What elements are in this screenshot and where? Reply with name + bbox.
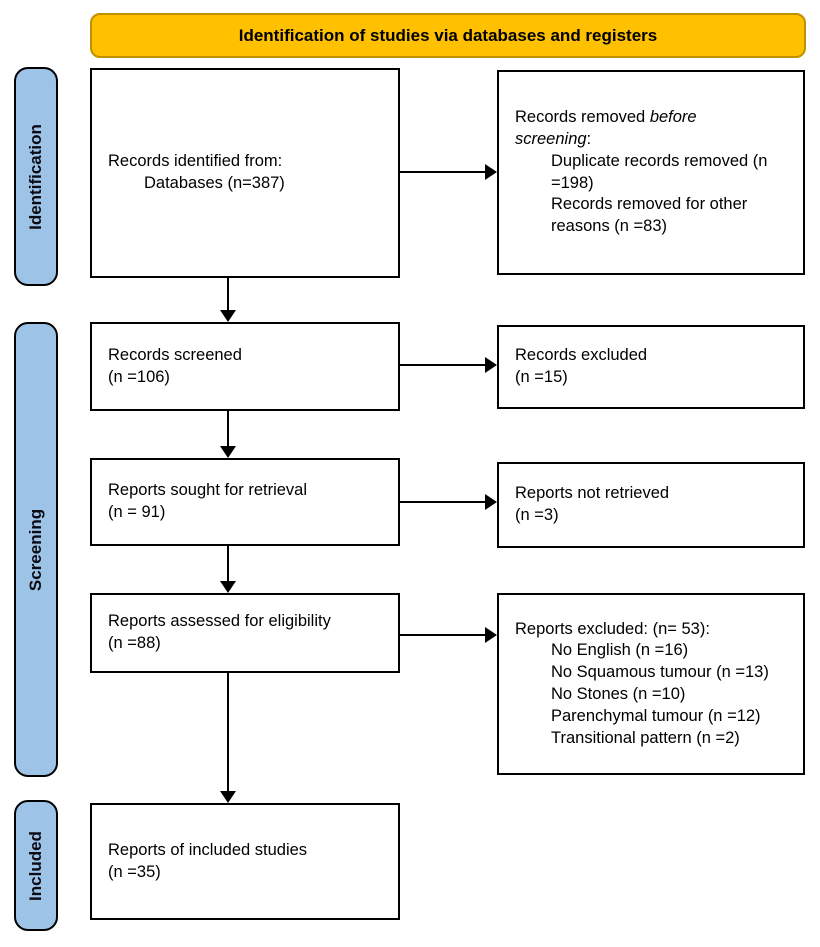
box-text-line: Records identified from:: [108, 152, 283, 171]
box-reports-not-retrieved: Reports not retrieved (n =3): [497, 462, 805, 548]
arrow-head-icon: [220, 791, 236, 803]
box-text-line: (n =88): [108, 634, 161, 652]
box-text-item: No Squamous tumour (n =13): [551, 663, 769, 682]
arrow-line: [227, 278, 229, 312]
box-records-screened: Records screened (n =106): [90, 322, 400, 411]
box-text-line: Records excluded: [515, 346, 648, 365]
box-text-line: Reports assessed for eligibility: [108, 612, 331, 631]
arrow-head-icon: [220, 581, 236, 593]
box-text-line: Reports of included studies: [108, 840, 308, 859]
box-reports-assessed: Reports assessed for eligibility (n =88): [90, 593, 400, 673]
box-text-item: No Stones (n =10): [551, 685, 686, 703]
arrow-line: [400, 501, 486, 503]
arrow-line: [400, 171, 486, 173]
box-text-item: No English (n =16): [551, 641, 689, 660]
arrow-line: [227, 411, 229, 448]
box-text-line: Records screened: [108, 345, 242, 364]
stage-label-screening: Screening: [26, 508, 46, 591]
arrow-head-icon: [220, 446, 236, 458]
arrow-line: [400, 364, 486, 366]
stage-bar-included: Included: [14, 800, 58, 931]
box-text-item: Transitional pattern (n =2): [551, 728, 740, 747]
arrow-line: [227, 546, 229, 583]
stage-label-identification: Identification: [26, 123, 45, 230]
box-text-line: Reports sought for retrieval: [108, 481, 308, 500]
arrow-head-icon: [485, 494, 497, 510]
box-text-line: (n =15): [515, 368, 568, 386]
diagram-title-banner: Identification of studies via databases …: [90, 13, 806, 58]
diagram-title: Identification of studies via databases …: [238, 25, 658, 45]
box-text-line: (n =35): [108, 862, 161, 881]
box-text-item: Duplicate records removed (n =198): [551, 151, 768, 192]
box-text-line: Databases (n=387): [144, 174, 285, 192]
box-text-line: Reports not retrieved: [515, 484, 670, 503]
arrow-head-icon: [220, 310, 236, 322]
box-reports-sought: Reports sought for retrieval (n = 91): [90, 458, 400, 546]
box-text-line: screening:: [515, 129, 592, 148]
box-text-line: Records removed before: [515, 108, 697, 127]
arrow-head-icon: [485, 627, 497, 643]
box-reports-included: Reports of included studies (n =35): [90, 803, 400, 920]
arrow-head-icon: [485, 164, 497, 180]
box-text-line: Reports excluded: (n= 53):: [515, 619, 710, 638]
stage-bar-screening: Screening: [14, 322, 58, 777]
arrow-head-icon: [485, 357, 497, 373]
stage-bar-identification: Identification: [14, 67, 58, 286]
box-records-identified: Records identified from: Databases (n=38…: [90, 68, 400, 278]
box-text-item: Parenchymal tumour (n =12): [551, 706, 761, 725]
box-records-removed-before-screening: Records removed before screening: Duplic…: [497, 70, 805, 275]
box-text-line: (n =106): [108, 367, 170, 386]
box-records-excluded: Records excluded (n =15): [497, 325, 805, 409]
box-reports-excluded: Reports excluded: (n= 53): No English (n…: [497, 593, 805, 775]
box-text-item: Records removed for other reasons (n =83…: [551, 195, 748, 236]
box-text-line: (n = 91): [108, 503, 166, 521]
stage-label-included: Included: [26, 830, 45, 901]
arrow-line: [227, 673, 229, 793]
arrow-line: [400, 634, 486, 636]
box-text-line: (n =3): [515, 506, 559, 524]
